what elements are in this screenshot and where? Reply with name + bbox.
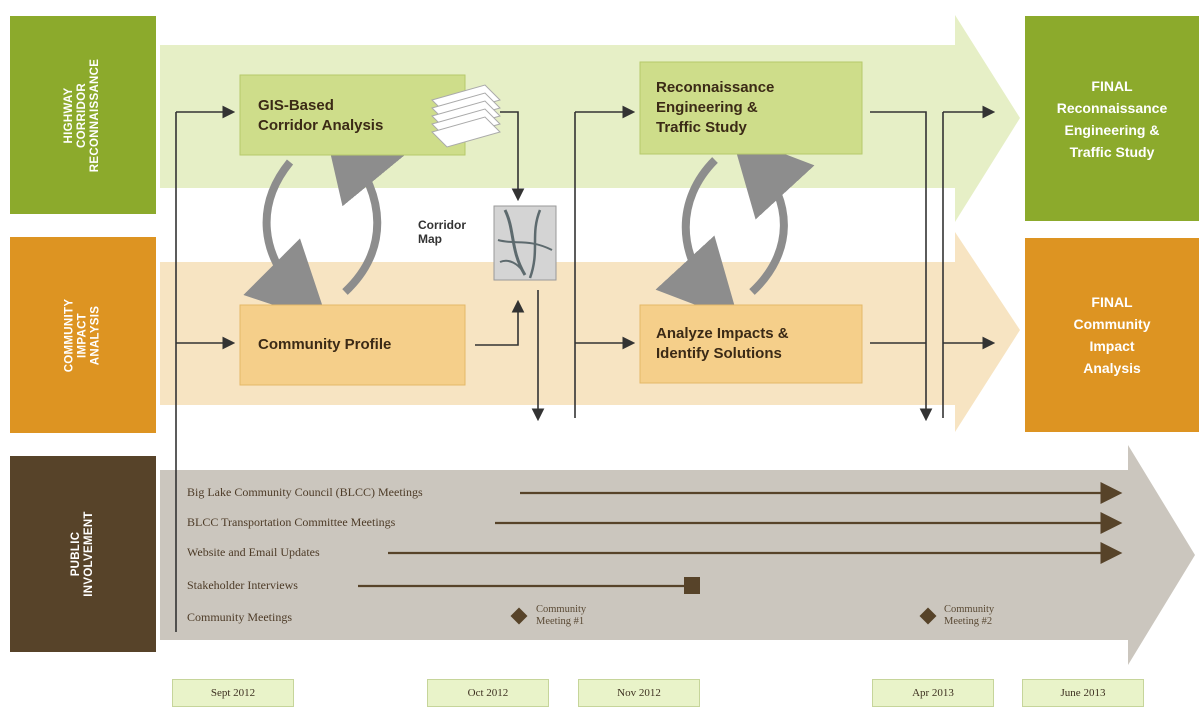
public-timelines [358, 482, 1123, 588]
date-oct-2012: Oct 2012 [427, 679, 549, 707]
feedback-arrow-up-right [730, 133, 815, 295]
analyze-box-label: Analyze Impacts & Identify Solutions [656, 325, 789, 362]
highway-lane-label: HIGHWAY CORRIDOR RECONNAISSANCE [10, 16, 156, 214]
date-sept-2012: Sept 2012 [172, 679, 294, 707]
highway-lane-text: HIGHWAY CORRIDOR RECONNAISSANCE [63, 58, 102, 172]
pi-row-stakeholder-interviews: Stakeholder Interviews [187, 578, 298, 592]
papers-stack-icon [431, 84, 501, 148]
public-lane-label: PUBLIC INVOLVEMENT [10, 456, 156, 652]
feedback-arrow-down-right [655, 157, 740, 322]
pi-row-blcc-meetings: Big Lake Community Council (BLCC) Meetin… [187, 485, 423, 499]
meeting-1-diamond [510, 607, 528, 625]
community-meeting-1-label: Community Meeting #1 [536, 604, 587, 627]
community-profile-box [239, 304, 466, 386]
pi-row-website-updates: Website and Email Updates [187, 545, 320, 559]
feedback-arrow-down-left [243, 159, 329, 324]
public-band-arrow [160, 445, 1195, 665]
meeting-2-diamond [919, 607, 937, 625]
final-community-box: FINAL Community Impact Analysis [1025, 238, 1199, 432]
date-nov-2012: Nov 2012 [578, 679, 700, 707]
analyze-box [639, 304, 863, 384]
recon-box [639, 61, 863, 155]
pi-row-community-meetings: Community Meetings [187, 610, 292, 624]
feedback-arrow-up-left [322, 119, 405, 295]
community-lane-text: COMMUNITY IMPACT ANALYSIS [63, 298, 102, 372]
gis-box-label: GIS-Based Corridor Analysis [258, 97, 384, 134]
community-profile-label: Community Profile [258, 336, 392, 353]
connector-lines [175, 105, 996, 632]
community-lane-label: COMMUNITY IMPACT ANALYSIS [10, 237, 156, 433]
corridor-map-label: Corridor Map [418, 218, 466, 246]
community-meeting-2-label: Community Meeting #2 [944, 604, 995, 627]
date-apr-2013: Apr 2013 [872, 679, 994, 707]
pi-row-transport-committee: BLCC Transportation Committee Meetings [187, 515, 396, 529]
public-lane-text: PUBLIC INVOLVEMENT [69, 511, 95, 597]
corridor-map-icon [493, 205, 557, 281]
date-june-2013: June 2013 [1022, 679, 1144, 707]
stakeholder-end-marker [684, 577, 700, 594]
recon-box-label: Reconnaissance Engineering & Traffic Stu… [656, 79, 775, 136]
final-recon-box: FINAL Reconnaissance Engineering & Traff… [1025, 16, 1199, 221]
